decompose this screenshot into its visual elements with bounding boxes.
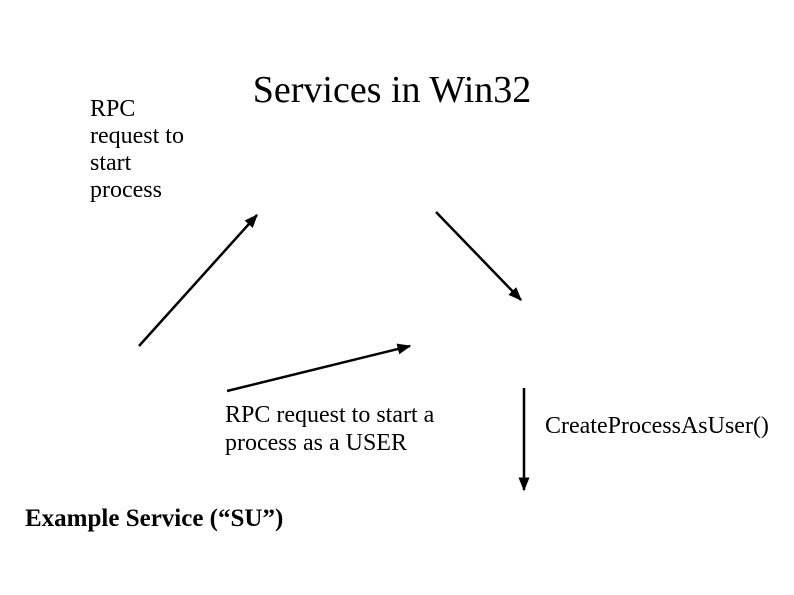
label-example-service-su: Example Service (“SU”) [25, 505, 284, 532]
arrow-su-request-to-service [226, 343, 412, 393]
slide-title: Services in Win32 [252, 69, 532, 111]
arrow-service-to-su-request [435, 211, 522, 301]
label-rpc-request-start-as-user: RPC request to start a process as a USER [225, 402, 435, 456]
arrow-rpc-request-to-service [138, 214, 258, 347]
label-createprocessasuser: CreateProcessAsUser() [545, 413, 769, 439]
label-rpc-request-to-start-process: RPC request to start process [90, 96, 184, 203]
